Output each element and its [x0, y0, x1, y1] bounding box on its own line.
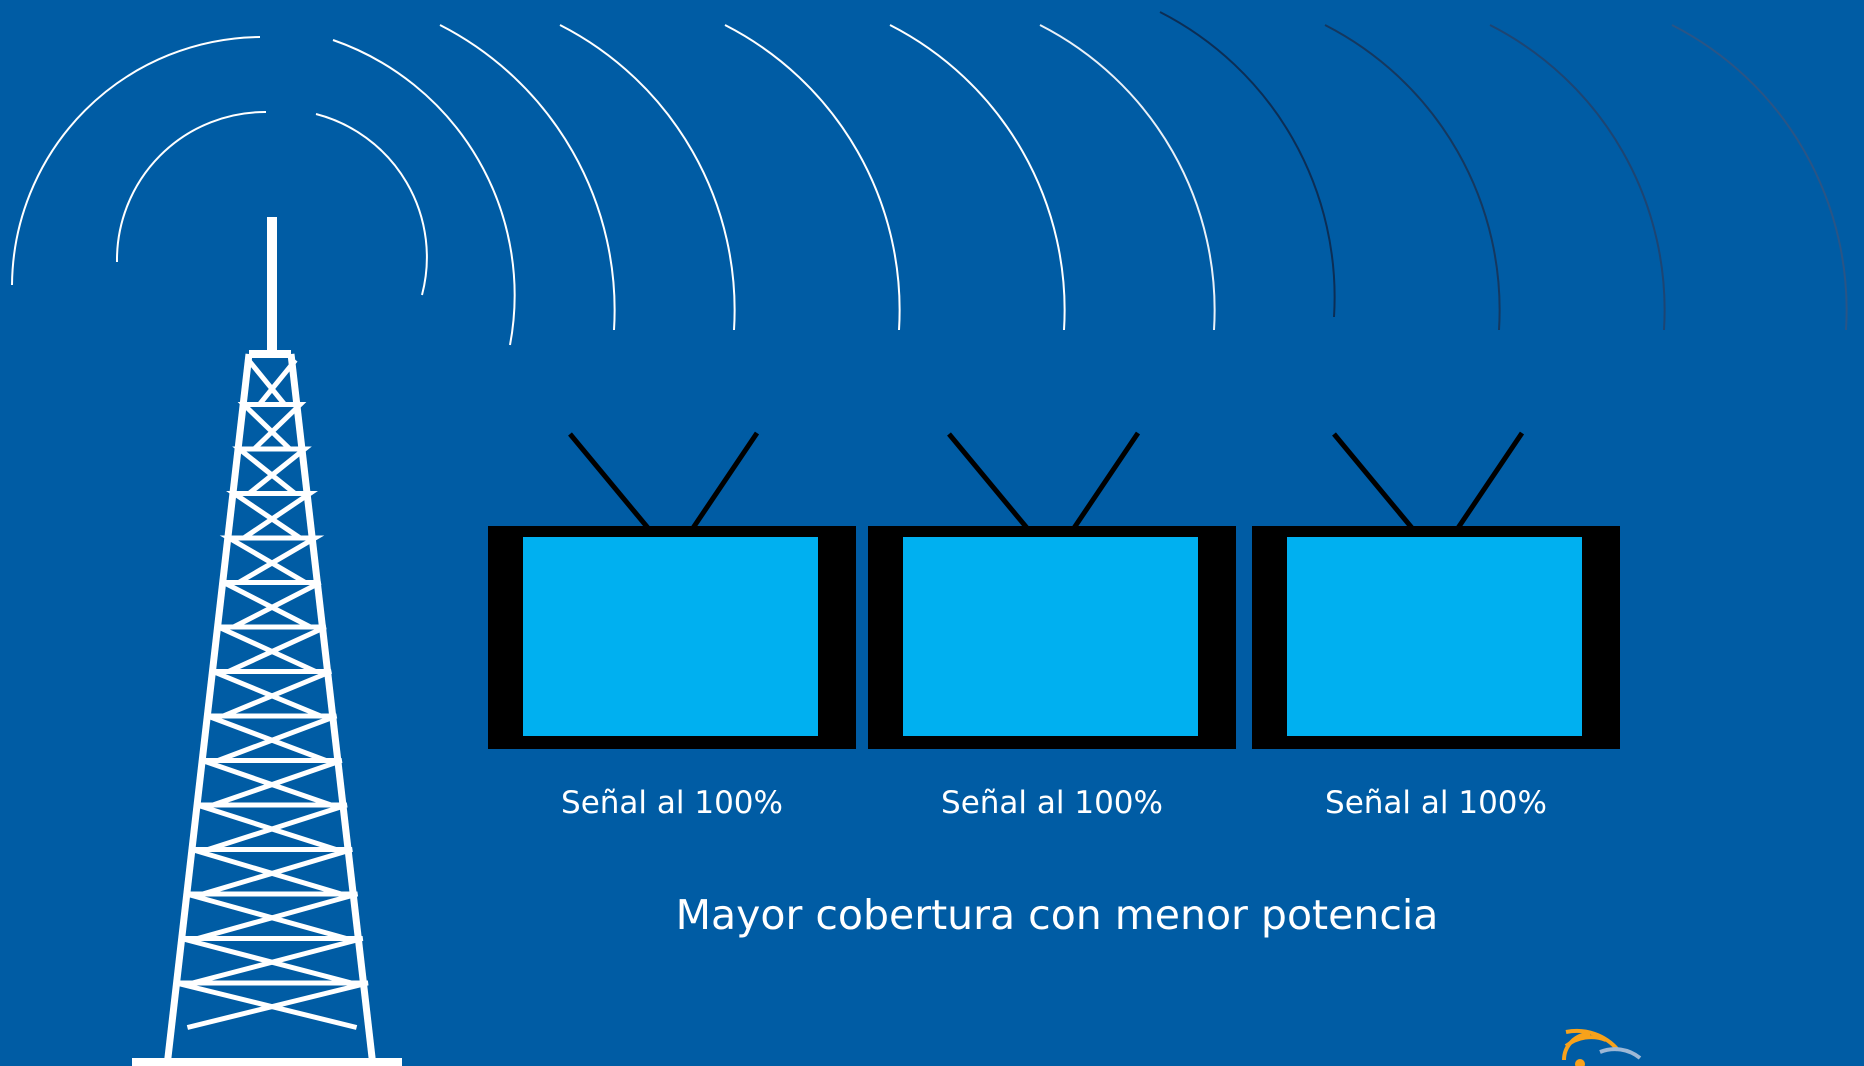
signal-wave-icon: [115, 110, 267, 263]
television-icon: [1252, 431, 1620, 749]
tv-signal-label: Señal al 100%: [941, 785, 1163, 821]
signal-wave-icon: [11, 36, 261, 286]
signal-wave-icon: [332, 39, 516, 346]
broadcast-logo-icon: [1562, 1028, 1642, 1066]
signal-wave-icon: [724, 24, 901, 331]
signal-wave-icon: [559, 24, 736, 331]
signal-wave-icon: [889, 24, 1066, 331]
diagram-caption: Mayor cobertura con menor potencia: [675, 891, 1439, 939]
tv-signal-label: Señal al 100%: [561, 785, 783, 821]
signal-wave-icon: [1671, 24, 1848, 331]
tv-screen: [1287, 537, 1582, 736]
transmission-tower-icon: [132, 217, 402, 1066]
tv-screen: [903, 537, 1198, 736]
signal-wave-icon: [439, 24, 616, 331]
television-icon: [488, 431, 856, 749]
tv-signal-label: Señal al 100%: [1325, 785, 1547, 821]
signal-waves: [11, 36, 516, 346]
signal-wave-icon: [1039, 24, 1216, 331]
tv-screen: [523, 537, 818, 736]
signal-wave-icon: [1159, 11, 1336, 318]
propagating-waves: [439, 11, 1848, 331]
television-icon: [868, 431, 1236, 749]
signal-wave-icon: [1489, 24, 1666, 331]
signal-wave-icon: [315, 113, 428, 296]
signal-wave-icon: [1324, 24, 1501, 331]
